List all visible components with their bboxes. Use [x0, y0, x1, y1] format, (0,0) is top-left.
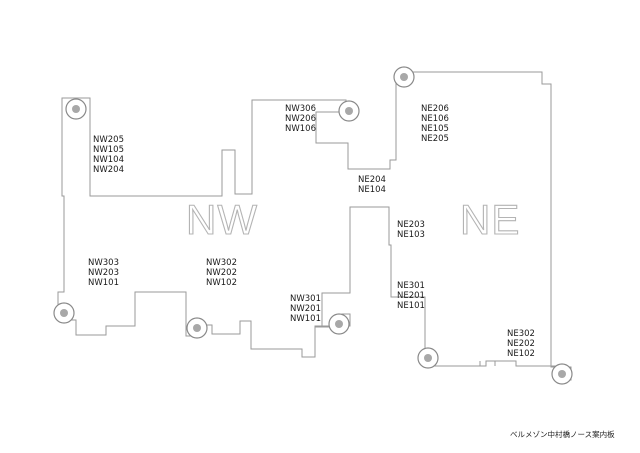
entrance-marker [338, 100, 360, 122]
room-group-ne-link-upper: NE204 NE104 [358, 175, 389, 195]
room-group-nw-lower-mid: NW302 NW202 NW102 [206, 258, 240, 288]
building-outline [57, 71, 572, 381]
wing-label-ne: NE [460, 196, 520, 243]
room-group-ne-lower-left: NE301 NE201 NE101 [397, 281, 428, 311]
room-group-ne-lower-right: NE302 NE202 NE102 [507, 329, 538, 359]
entrance-marker [417, 347, 439, 369]
entrance-marker [53, 302, 75, 324]
room-group-ne-link-lower: NE203 NE103 [397, 220, 428, 240]
entrance-marker [328, 313, 350, 335]
entrance-marker [393, 66, 415, 88]
entrance-marker [551, 363, 573, 385]
entrance-marker [186, 317, 208, 339]
entrance-marker [65, 98, 87, 120]
room-group-nw-lower-right: NW301 NW201 NW101 [290, 294, 324, 324]
footer-caption: ベルメゾン中村橋ノース案内板 [510, 429, 615, 439]
wing-label-nw: NW [186, 196, 258, 243]
wall-detail [315, 326, 496, 366]
room-group-nw-upper-right: NW306 NW206 NW106 [285, 104, 319, 134]
room-group-nw-upper-left: NW205 NW105 NW104 NW204 [93, 135, 127, 175]
room-group-ne-upper: NE206 NE106 NE105 NE205 [421, 104, 452, 144]
room-group-nw-lower-left: NW303 NW203 NW101 [88, 258, 122, 288]
